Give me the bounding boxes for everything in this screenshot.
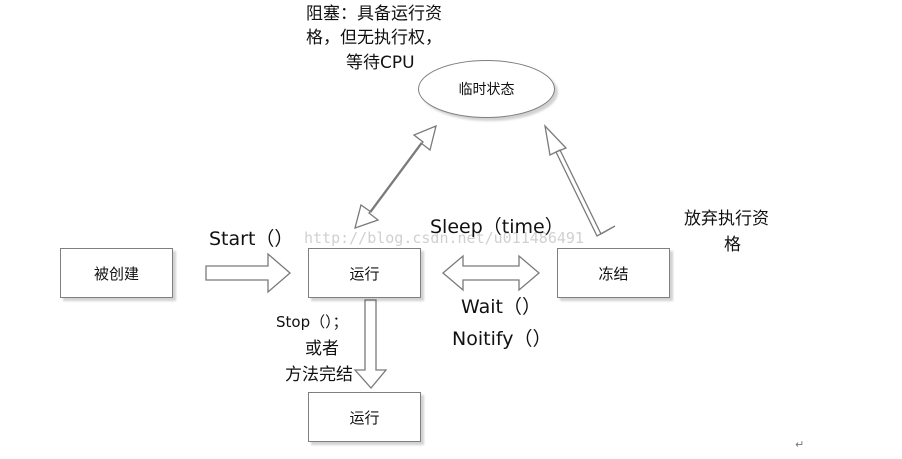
start-arrow (205, 252, 291, 294)
node-temporary-label: 临时状态 (458, 82, 515, 98)
node-frozen: 冻结 (557, 248, 670, 298)
notify-label: Noitify（） (452, 328, 552, 350)
give-up-label-line1: 放弃执行资 (684, 209, 769, 229)
blocked-label-line2: 格，但无执行权， (306, 28, 442, 48)
start-label: Start（） (209, 228, 294, 250)
sleep-label: Sleep（time） (430, 216, 564, 238)
node-running: 运行 (308, 248, 421, 298)
paragraph-mark: ↵ (795, 438, 805, 451)
or-label: 或者 (305, 339, 339, 359)
give-up-label-line2: 格 (724, 235, 741, 255)
node-temporary: 临时状态 (418, 60, 555, 118)
node-created-label: 被创建 (93, 264, 139, 283)
blocked-label-line3: 等待CPU (346, 53, 415, 73)
node-running-bottom: 运行 (308, 392, 421, 442)
blocked-label-line1: 阻塞：具备运行资 (306, 4, 442, 24)
node-created: 被创建 (60, 248, 173, 298)
node-frozen-label: 冻结 (598, 264, 629, 283)
stop-label: Stop（）； (276, 313, 348, 331)
node-running-label: 运行 (349, 264, 380, 283)
frozen-to-temporary-arrow (543, 124, 616, 237)
watermark: http://blog.csdn.net/u011486491 (304, 229, 584, 247)
node-running-bottom-label: 运行 (349, 408, 380, 427)
method-end-label: 方法完结 (285, 365, 353, 385)
sleep-wait-double-arrow (441, 254, 541, 292)
running-temporary-double-arrow (354, 124, 437, 230)
stop-arrow (353, 299, 388, 389)
wait-label: Wait（） (461, 296, 541, 318)
